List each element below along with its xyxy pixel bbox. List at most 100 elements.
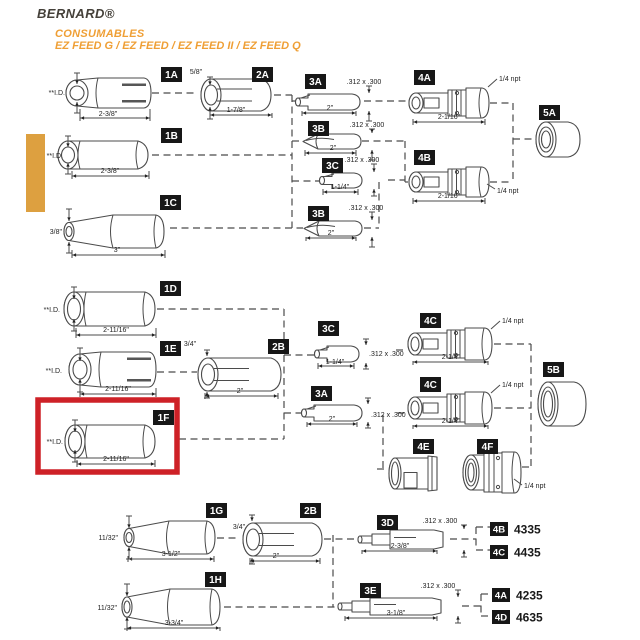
part-4E-drawing	[388, 455, 438, 492]
dim-label: 2-3/8"	[101, 168, 120, 175]
part-3E-drawing: 3-1/8" .312 x .300	[337, 583, 461, 624]
part-label-4F	[477, 439, 498, 454]
dim-label: 2-3/8"	[391, 543, 410, 550]
part-label-1A	[161, 67, 182, 82]
part-4B-drawing: 2-1/16"1/4 npt	[408, 166, 518, 204]
part-label-2B	[300, 503, 321, 518]
dim-label: 1/4 npt	[502, 318, 523, 325]
dim-label: 4D	[495, 613, 507, 624]
dim-label: .312 x .300	[423, 518, 458, 525]
dim-label: 2"	[328, 230, 335, 237]
dim-label: 4B	[418, 153, 431, 164]
part-label-1C	[160, 195, 181, 210]
dim-label: 2"	[327, 105, 334, 112]
dim-label: 1G	[210, 506, 224, 517]
brand-logo: BERNARD®	[37, 6, 115, 21]
dim-label: 5A	[543, 108, 556, 119]
dim-label: 3A	[315, 389, 328, 400]
part-1H-drawing: 3-3/4"11/32"	[98, 583, 221, 631]
dim-label: 3/8"	[50, 229, 63, 236]
part-3C-drawing: 1-1/4" .312 x .300	[313, 338, 404, 370]
dim-label: **I.D.	[47, 439, 63, 446]
part-1A-drawing: 2-3/8"**I.D.	[49, 72, 152, 121]
dim-label: 1/4 npt	[524, 483, 545, 490]
dim-label: 4F	[482, 442, 494, 453]
part-label-3E	[360, 583, 381, 598]
dim-label: **I.D.	[46, 368, 62, 375]
dim-label: 1/4 npt	[502, 382, 523, 389]
dim-label: .312 x .300	[345, 157, 380, 164]
part-4A-drawing: 2-1/16"1/4 npt	[408, 76, 520, 125]
dim-label: 4E	[417, 442, 430, 453]
dim-label: 1H	[209, 575, 222, 586]
part-label-1G	[206, 503, 227, 518]
part-label-2A	[252, 67, 273, 82]
part-5B-drawing	[537, 381, 587, 427]
dim-label: 3E	[364, 586, 377, 597]
highlight-box-1F	[35, 397, 180, 475]
part-4C-drawing: 2-1/4" 1/4 npt	[407, 382, 523, 429]
part-label-3A	[305, 74, 326, 89]
dim-label: 2-1/4"	[442, 354, 461, 361]
part-label-1B	[161, 128, 182, 143]
part-label-4C	[420, 377, 441, 392]
dim-label: .312 x .300	[421, 583, 456, 590]
dim-label: 4C	[493, 548, 505, 559]
part-label-3D	[377, 515, 398, 530]
dim-label: 2"	[273, 553, 280, 560]
part-1E-drawing: 2-11/16" **I.D.	[46, 347, 157, 397]
part-label-1D	[160, 281, 181, 296]
part-label-1E	[160, 341, 181, 356]
dim-label: 2-3/8"	[99, 111, 118, 118]
part-1F-drawing: 2-11/16" **I.D.	[47, 419, 156, 467]
part-label-4C	[420, 313, 441, 328]
dim-label: 3A	[309, 77, 322, 88]
dim-label: 2-11/16"	[103, 456, 129, 463]
dim-label: 5B	[547, 365, 560, 376]
dim-label: 4B	[493, 525, 505, 536]
part-label-1H	[205, 572, 226, 587]
dim-label: 5/8"	[190, 69, 203, 76]
dim-label: 2A	[256, 70, 269, 81]
part-label-3B	[308, 121, 329, 136]
part-3A-drawing: 2" .312 x .300	[300, 397, 406, 429]
pn-label-chip	[490, 522, 508, 536]
dim-label: 4235	[516, 589, 543, 603]
dim-label: 2-11/16"	[103, 327, 129, 334]
dim-label: 1D	[164, 284, 177, 295]
dim-label: 4335	[514, 523, 541, 537]
dim-label: .312 x .300	[369, 351, 404, 358]
dim-label: .312 x .300	[349, 205, 384, 212]
dim-label: 1C	[164, 198, 177, 209]
dim-label: 1-1/4"	[326, 359, 345, 366]
dim-label: 2"	[330, 145, 337, 152]
page-subtitle: EZ FEED G / EZ FEED / EZ FEED II / EZ FE…	[55, 40, 301, 52]
part-label-3B	[308, 206, 329, 221]
part-2B-drawing: 2"3/4"	[184, 341, 282, 399]
dim-label: 11/32"	[99, 535, 119, 542]
dim-label: **I.D.	[47, 153, 63, 160]
dim-label: 3-1/8"	[387, 610, 406, 617]
part-3A-drawing: 2".312 x .300	[294, 79, 381, 122]
dim-label: 3C	[322, 324, 335, 335]
part-1C-drawing: 3"3/8"	[50, 208, 166, 258]
dim-label: 2-1/4"	[442, 418, 461, 425]
part-2A-drawing: 1-7/8"5/8"	[190, 69, 273, 120]
part-2B-drawing: 2"3/4"	[233, 514, 323, 565]
dim-label: 3D	[381, 518, 394, 529]
dim-label: .312 x .300	[371, 412, 406, 419]
dim-label: 1/4 npt	[499, 76, 520, 83]
part-1B-drawing: 2-3/8" **I.D.	[47, 135, 150, 179]
dim-label: 3B	[312, 209, 325, 220]
dim-label: 1-1/4"	[331, 184, 350, 191]
dim-label: 4A	[495, 591, 507, 602]
dim-label: 4635	[516, 611, 543, 625]
dim-label: 2B	[272, 342, 285, 353]
dim-label: 2"	[329, 416, 336, 423]
part-label-2B	[268, 339, 289, 354]
dim-label: 2-11/16"	[105, 386, 131, 393]
dim-label: 3B	[312, 124, 325, 135]
page-title: CONSUMABLES	[55, 28, 145, 40]
